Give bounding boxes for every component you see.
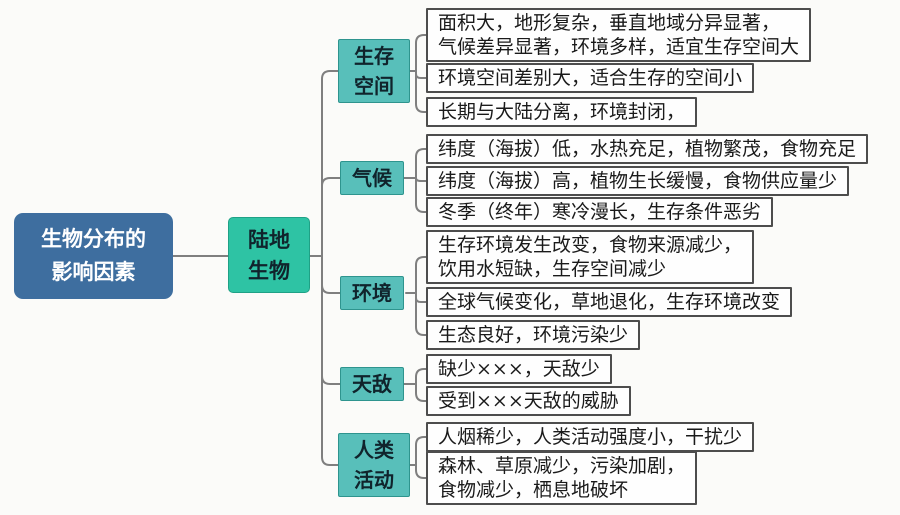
connector-leaf	[415, 292, 427, 303]
connector-leaf	[415, 464, 427, 479]
branch-node-predator: 天敌	[340, 367, 404, 401]
branch-node-climate: 气候	[340, 161, 404, 195]
branch-node-living-space: 生存 空间	[338, 39, 410, 103]
connector-leaf	[409, 436, 427, 466]
leaf-node: 全球气候变化，草地退化，生存环境改变	[426, 287, 793, 317]
leaf-node: 缺少×××，天敌少	[426, 354, 612, 384]
connector-branch-predator	[321, 255, 341, 385]
leaf-node: 受到×××天敌的威胁	[426, 386, 631, 416]
connector-branch-climate	[321, 177, 341, 257]
connector-branch-living-space	[321, 70, 339, 257]
connector-leaf	[403, 368, 427, 385]
connector-leaf	[415, 292, 427, 336]
connector-branch-environment	[321, 255, 341, 294]
leaf-node: 纬度（海拔）高，植物生长缓慢，食物供应量少	[426, 166, 850, 196]
leaf-node: 生存环境发生改变，食物来源减少， 饮用水短缺，生存空间减少	[426, 230, 755, 284]
connector-leaf	[415, 383, 427, 402]
hub-node-land-organisms: 陆地 生物	[228, 217, 310, 293]
leaf-node: 面积大，地形复杂，垂直地域分异显著， 气候差异显著，环境多样，适宜生存空间大	[426, 8, 812, 62]
leaf-node: 纬度（海拔）低，水热充足，植物繁茂，食物充足	[426, 134, 869, 164]
branch-node-human-activity: 人类 活动	[338, 433, 410, 497]
leaf-node: 长期与大陆分离，环境封闭，	[426, 97, 698, 127]
connector-leaf	[415, 70, 427, 113]
leaf-node: 生态良好，环境污染少	[426, 320, 641, 350]
leaf-node: 森林、草原减少，污染加剧， 食物减少，栖息地破坏	[426, 451, 698, 505]
connector-leaf	[415, 177, 427, 182]
connector-leaf	[415, 177, 427, 213]
branch-node-environment: 环境	[340, 276, 404, 310]
connector-branch-human	[321, 255, 339, 466]
leaf-node: 人烟稀少，人类活动强度小，干扰少	[426, 422, 755, 452]
root-node-topic: 生物分布的 影响因素	[14, 213, 173, 299]
connector-leaf	[415, 70, 427, 79]
connector-leaf	[403, 148, 427, 179]
connector-leaf	[409, 34, 427, 72]
leaf-node: 冬季（终年）寒冷漫长，生存条件恶劣	[426, 197, 774, 227]
leaf-node: 环境空间差别大，适合生存的空间小	[426, 63, 755, 93]
connector-leaf	[405, 256, 427, 294]
